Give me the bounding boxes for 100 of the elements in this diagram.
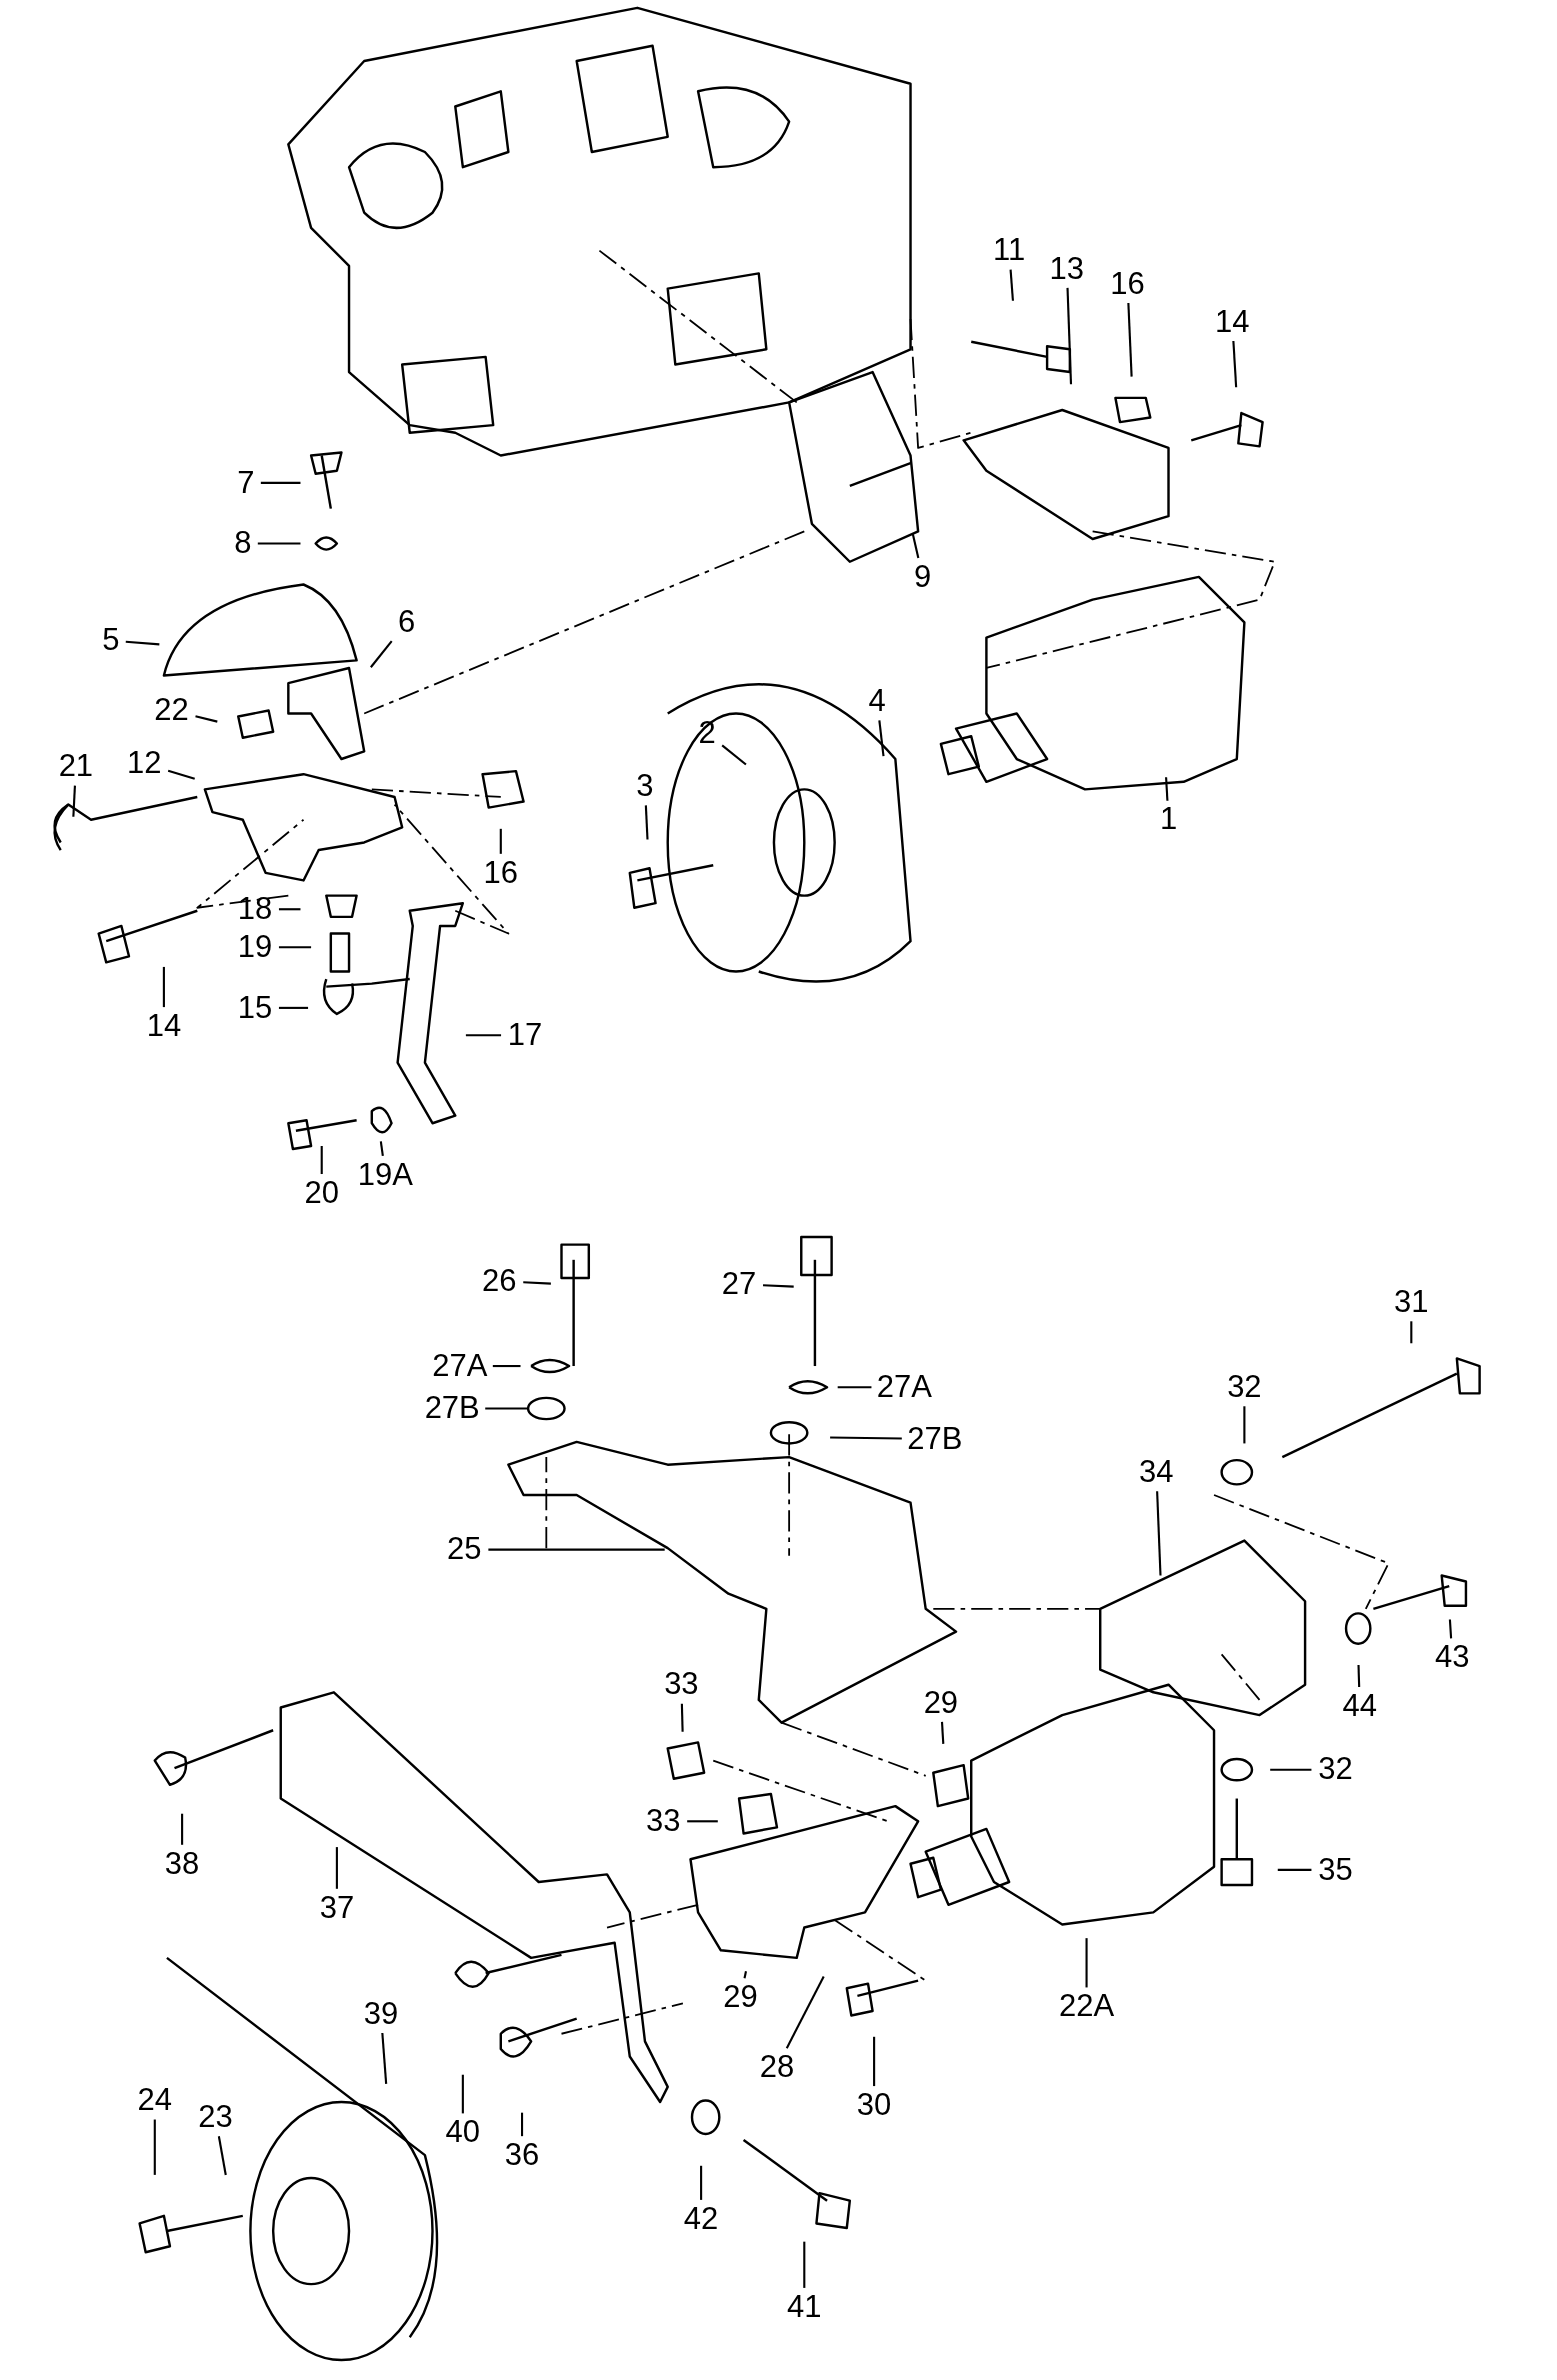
callout-number: 5 — [102, 623, 120, 658]
leader-line — [521, 2112, 524, 2137]
leader-line — [1410, 1321, 1413, 1344]
callout-number: 41 — [787, 2289, 822, 2324]
callout-number: 29 — [923, 1685, 959, 1720]
leader-line — [803, 2241, 806, 2288]
leader-line — [763, 1284, 794, 1288]
leader-line — [1243, 1406, 1246, 1444]
callout-number: 16 — [1110, 266, 1145, 301]
callout-number: 27B — [907, 1421, 963, 1456]
leader-line — [1127, 303, 1133, 377]
callout-number: 6 — [398, 605, 416, 640]
leader-line — [485, 1407, 529, 1410]
leader-line — [743, 1971, 747, 1979]
callout-number: 8 — [234, 526, 252, 561]
leader-line — [217, 2136, 227, 2176]
callout-number: 44 — [1342, 1688, 1377, 1723]
leader-line — [379, 1141, 384, 1156]
callout-number: 23 — [198, 2099, 233, 2134]
callout-number: 36 — [504, 2137, 540, 2172]
callout-number: 4 — [868, 684, 886, 719]
callout-number: 26 — [482, 1263, 517, 1298]
callout-number: 19 — [237, 929, 273, 964]
leader-line — [1357, 1664, 1361, 1687]
callout-number: 13 — [1049, 251, 1085, 286]
callout-number: 19A — [357, 1157, 414, 1192]
leader-line — [911, 533, 920, 559]
leader-line — [125, 640, 160, 646]
callout-number: 25 — [447, 1532, 482, 1567]
callout-number: 27A — [432, 1348, 488, 1383]
callout-number: 43 — [1435, 1640, 1470, 1675]
callout-number: 32 — [1227, 1370, 1262, 1405]
leader-line — [153, 2119, 156, 2175]
callout-number: 34 — [1139, 1455, 1174, 1489]
leader-line — [1448, 1619, 1453, 1639]
leader-line — [370, 640, 393, 668]
leader-line — [278, 908, 301, 911]
callout-number: 38 — [164, 1846, 200, 1881]
leader-line — [873, 2036, 876, 2087]
leader-line — [167, 769, 195, 780]
callout-number: 14 — [146, 1008, 182, 1043]
leader-line — [278, 1006, 309, 1009]
callout-number: 37 — [319, 1890, 355, 1925]
leader-line — [721, 744, 747, 766]
leader-line — [257, 542, 301, 545]
leader-line — [278, 946, 312, 949]
leader-line — [335, 1847, 338, 1889]
leader-line — [499, 828, 502, 854]
leader-line — [1156, 1491, 1162, 1576]
leader-line — [181, 1813, 184, 1845]
callout-number: 32 — [1318, 1752, 1353, 1787]
callout-number: 11 — [993, 233, 1026, 268]
leader-line — [492, 1365, 521, 1368]
leader-line — [700, 2165, 703, 2200]
callout-number: 35 — [1318, 1852, 1353, 1887]
leader-line — [1277, 1868, 1312, 1871]
callout-number: 27 — [721, 1266, 757, 1301]
callout-number: 3 — [636, 769, 654, 804]
leader-line — [260, 481, 301, 484]
leader-line — [940, 1721, 945, 1744]
leader-line — [680, 1703, 684, 1732]
leader-line — [644, 805, 649, 840]
callout-number: 39 — [363, 1996, 399, 2031]
callout-number: 21 — [58, 749, 94, 784]
callout-number: 9 — [914, 559, 932, 594]
leader-line — [162, 966, 165, 1008]
callout-number: 40 — [445, 2115, 481, 2150]
callout-number: 14 — [1215, 304, 1250, 339]
callout-number: 30 — [856, 2087, 892, 2122]
callout-number: 22A — [1058, 1989, 1115, 2024]
callout-number: 18 — [237, 892, 273, 926]
leader-line — [195, 715, 218, 723]
callout-number: 33 — [664, 1667, 699, 1702]
leader-line — [837, 1386, 872, 1389]
callout-number: 27B — [424, 1391, 480, 1426]
callout-number: 12 — [126, 746, 162, 781]
leader-line — [785, 1975, 825, 2049]
leader-line — [1085, 1938, 1088, 1988]
leader-line — [465, 1034, 502, 1037]
leader-line — [523, 1281, 551, 1285]
callout-number: 27A — [876, 1370, 933, 1405]
callout-number: 33 — [645, 1804, 681, 1839]
leader-line — [381, 2032, 388, 2084]
callout-number: 29 — [723, 1980, 758, 2015]
callout-number: 1 — [1159, 802, 1178, 837]
leader-line — [1232, 340, 1238, 388]
callout-number: 22 — [154, 693, 189, 728]
leader-line — [1009, 269, 1014, 301]
leader-line — [830, 1436, 902, 1440]
callout-number: 15 — [237, 990, 273, 1025]
callout-number: 2 — [698, 715, 716, 750]
leader-line — [72, 785, 76, 817]
leader-line — [461, 2074, 464, 2114]
leader-line — [1165, 777, 1169, 801]
leader-line — [687, 1820, 718, 1823]
callout-number: 24 — [137, 2083, 172, 2118]
callout-number: 16 — [483, 855, 518, 890]
callout-number: 20 — [304, 1175, 339, 1210]
leader-line — [1270, 1768, 1312, 1771]
callout-number: 17 — [507, 1017, 543, 1052]
